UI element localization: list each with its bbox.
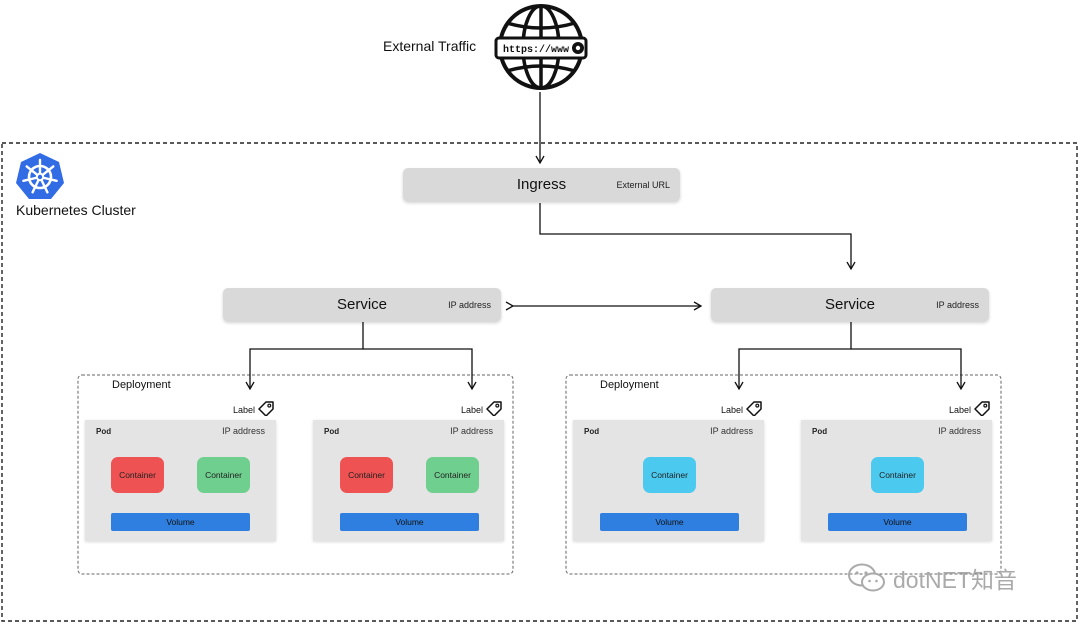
container-red: Container [111, 457, 164, 493]
kubernetes-logo-icon [16, 153, 64, 199]
label-text: Label [233, 405, 256, 415]
container-green: Container [426, 457, 479, 493]
ingress-sub: External URL [616, 179, 670, 190]
wechat-icon [848, 563, 885, 592]
volume-bar: Volume [828, 513, 967, 531]
service-ip: IP address [448, 299, 491, 310]
pod-title: Pod [812, 427, 828, 436]
watermark-text: dotNET知音 [893, 567, 1017, 593]
label-text: Label [721, 405, 744, 415]
cluster-boundary [1, 142, 1078, 622]
service-title: Service [824, 296, 876, 313]
external-traffic-label: External Traffic [383, 38, 477, 54]
pod-ip: IP address [710, 426, 753, 436]
globe-icon: https://www [494, 4, 588, 90]
tag-icon [486, 401, 502, 416]
globe-text: https://www [503, 44, 569, 56]
pod-box: Pod IP address Container Container Volum… [313, 420, 504, 541]
volume-bar: Volume [340, 513, 479, 531]
pod-box: Pod IP address Container Container Volum… [85, 420, 276, 541]
volume-bar: Volume [600, 513, 739, 531]
cluster-label: Kubernetes Cluster [16, 202, 136, 218]
arrow-service-right-to-pod-3 [734, 322, 852, 391]
container-cyan: Container [871, 457, 924, 493]
pod-title: Pod [584, 427, 600, 436]
pod-title: Pod [96, 427, 112, 436]
tag-icon [974, 401, 990, 416]
pod-title: Pod [324, 427, 340, 436]
arrow-service-left-to-pod-2 [363, 348, 477, 391]
volume-bar: Volume [111, 513, 250, 531]
ingress-box: Ingress External URL [403, 168, 680, 201]
tag-icon [258, 401, 274, 416]
arrow-service-left-to-pod-1 [245, 322, 364, 391]
tag-icon [746, 401, 762, 416]
pod-ip: IP address [450, 426, 493, 436]
arrow-ingress-to-service [539, 203, 856, 271]
watermark: dotNET知音 [847, 561, 1017, 595]
container-green: Container [197, 457, 250, 493]
container-cyan: Container [643, 457, 696, 493]
pod-ip: IP address [938, 426, 981, 436]
deployment-label-left: Deployment [112, 379, 171, 391]
pod-box: Pod IP address Container Volume [801, 420, 992, 541]
ingress-title: Ingress [516, 176, 567, 193]
arrow-service-right-to-pod-4 [851, 348, 966, 391]
deployment-label-right: Deployment [600, 379, 659, 391]
service-box-left: Service IP address [223, 288, 501, 321]
service-title: Service [336, 296, 388, 313]
pod-box: Pod IP address Container Volume [573, 420, 764, 541]
label-text: Label [949, 405, 972, 415]
label-text: Label [461, 405, 484, 415]
container-red: Container [340, 457, 393, 493]
service-box-right: Service IP address [711, 288, 989, 321]
service-ip: IP address [936, 299, 979, 310]
pod-ip: IP address [222, 426, 265, 436]
